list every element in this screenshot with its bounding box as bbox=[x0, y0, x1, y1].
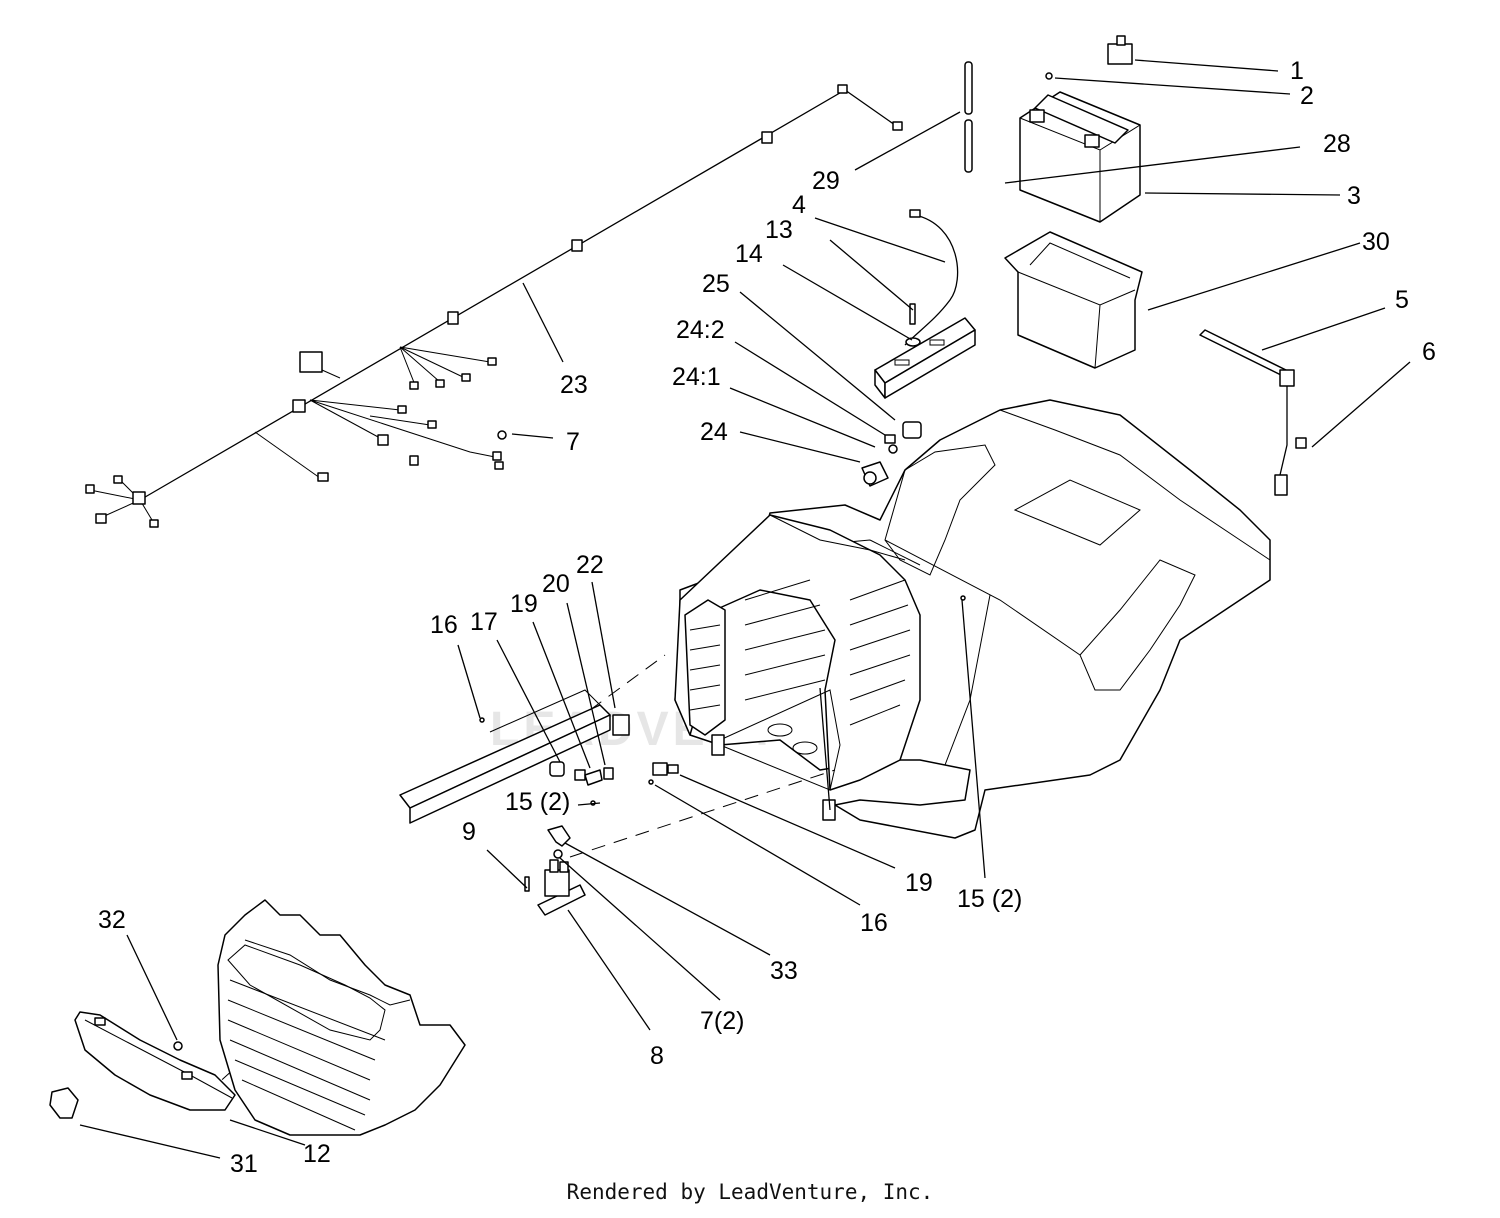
callout-5: 5 bbox=[1395, 286, 1409, 314]
callout-7: 7 bbox=[566, 428, 580, 456]
screw-part bbox=[960, 595, 966, 601]
battery-part bbox=[1019, 91, 1141, 223]
render-credit: Rendered by LeadVenture, Inc. bbox=[566, 1180, 934, 1204]
callout-7-2: 7(2) bbox=[700, 1007, 744, 1035]
callout-9: 9 bbox=[462, 818, 476, 846]
callout-2: 2 bbox=[1300, 82, 1314, 110]
callout-16-right: 16 bbox=[860, 909, 888, 937]
support-rod-part bbox=[819, 687, 831, 811]
leader-lines bbox=[79, 59, 1411, 1159]
callout-12: 12 bbox=[303, 1140, 331, 1168]
callout-14: 14 bbox=[735, 240, 763, 268]
wire-connector-part bbox=[1199, 329, 1307, 496]
callout-8: 8 bbox=[650, 1042, 664, 1070]
callout-25: 25 bbox=[702, 270, 730, 298]
decal-part bbox=[49, 1087, 79, 1119]
battery-cap-part bbox=[1107, 35, 1133, 65]
callout-23: 23 bbox=[560, 371, 588, 399]
nut-part bbox=[173, 1041, 183, 1051]
callout-32: 32 bbox=[98, 906, 126, 934]
callout-24-1: 24:1 bbox=[672, 363, 721, 391]
switch-assembly-part bbox=[524, 825, 586, 916]
callout-3: 3 bbox=[1347, 182, 1361, 210]
wiring-harness-part bbox=[85, 84, 903, 528]
callout-13: 13 bbox=[765, 216, 793, 244]
callout-6: 6 bbox=[1422, 338, 1436, 366]
callout-24-2: 24:2 bbox=[676, 316, 725, 344]
nut-part bbox=[1045, 72, 1053, 80]
callout-31: 31 bbox=[230, 1150, 258, 1178]
callout-15-2-right: 15 (2) bbox=[957, 885, 1022, 913]
battery-cable-part bbox=[904, 209, 959, 346]
callout-17: 17 bbox=[470, 608, 498, 636]
relay-part bbox=[612, 714, 630, 736]
callout-30: 30 bbox=[1362, 228, 1390, 256]
ignition-switch-part bbox=[861, 421, 922, 487]
hold-down-rod-part bbox=[964, 61, 973, 173]
hood-grille-part bbox=[217, 899, 466, 1136]
callout-29: 29 bbox=[812, 167, 840, 195]
callout-1: 1 bbox=[1290, 57, 1304, 85]
fender-body-part bbox=[674, 399, 1271, 839]
dash-panel-part bbox=[674, 514, 921, 791]
callout-24: 24 bbox=[700, 418, 728, 446]
callout-19-right: 19 bbox=[905, 869, 933, 897]
callout-28: 28 bbox=[1323, 130, 1351, 158]
bolt-part bbox=[909, 303, 916, 325]
callout-20: 20 bbox=[542, 570, 570, 598]
mounting-bracket-part bbox=[874, 317, 976, 399]
callout-15-2-left: 15 (2) bbox=[505, 788, 570, 816]
bracket-left-part bbox=[711, 734, 725, 756]
callout-19-left: 19 bbox=[510, 590, 538, 618]
switch-parts bbox=[479, 717, 679, 806]
bumper-part bbox=[74, 1011, 236, 1111]
callout-16-left: 16 bbox=[430, 611, 458, 639]
battery-tray-part bbox=[1004, 231, 1143, 369]
callout-4: 4 bbox=[792, 191, 806, 219]
front-rail-part bbox=[399, 654, 666, 824]
callout-33: 33 bbox=[770, 957, 798, 985]
callout-labels: 1 2 28 3 29 4 13 14 25 30 5 6 24:2 24:1 … bbox=[98, 57, 1436, 1178]
callout-22: 22 bbox=[576, 551, 604, 579]
washer-part bbox=[905, 337, 921, 347]
